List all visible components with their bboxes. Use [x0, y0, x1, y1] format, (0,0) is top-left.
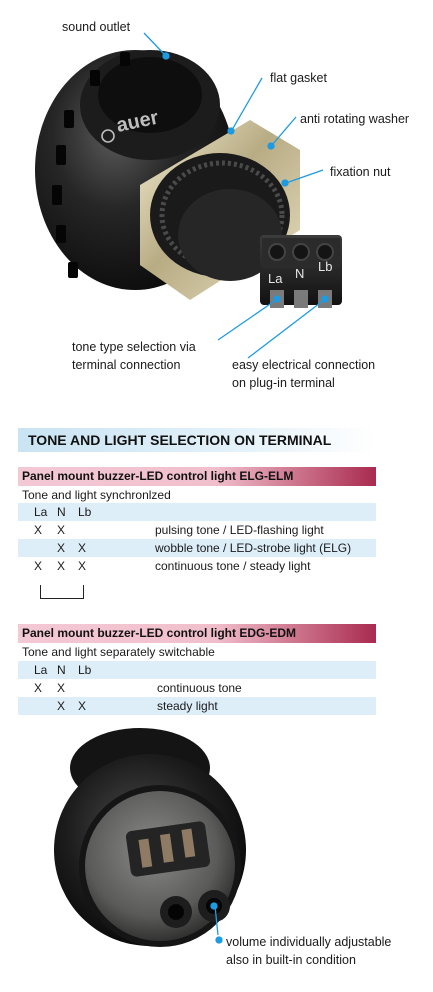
- cell-n: X: [57, 559, 66, 573]
- callout-volume-line2: also in built-in condition: [226, 953, 356, 967]
- column-n: N: [57, 663, 66, 677]
- callout-volume-line1: volume individually adjustable: [226, 935, 392, 949]
- column-lb: Lb: [78, 505, 92, 519]
- callout-sound-outlet: sound outlet: [62, 20, 131, 34]
- buzzer-product-photo: auer La N Lb: [35, 32, 342, 359]
- callout-flat-gasket: flat gasket: [270, 71, 327, 85]
- table2-column-header-row: La N Lb: [18, 661, 376, 679]
- column-lb: Lb: [78, 663, 92, 677]
- cell-n: X: [57, 699, 66, 713]
- terminal-label-n: N: [295, 266, 304, 281]
- terminal-label-la: La: [268, 271, 283, 286]
- callout-easy-connection-line1: easy electrical connection: [232, 358, 376, 372]
- table-row: X X continuous tone: [18, 679, 376, 697]
- cell-description: continuous tone: [157, 681, 242, 695]
- cell-la: X: [34, 681, 43, 695]
- cell-lb: X: [78, 559, 87, 573]
- terminal-label-lb: Lb: [318, 259, 332, 274]
- cell-n: X: [57, 523, 66, 537]
- bridge-bracket: [40, 585, 84, 599]
- cell-description: continuous tone / steady light: [155, 559, 311, 573]
- table2-header: Panel mount buzzer-LED control light EDG…: [18, 624, 376, 643]
- section-title: TONE AND LIGHT SELECTION ON TERMINAL: [18, 428, 376, 452]
- cell-description: pulsing tone / LED-flashing light: [155, 523, 324, 537]
- table1-subtitle: Tone and light synchronlzed: [22, 488, 171, 502]
- table1-header: Panel mount buzzer-LED control light ELG…: [18, 467, 376, 486]
- callout-fixation-nut: fixation nut: [330, 165, 391, 179]
- buzzer-rear-photo: [54, 728, 246, 947]
- cell-lb: X: [78, 699, 87, 713]
- table2-subtitle: Tone and light separately switchable: [22, 645, 215, 659]
- callout-anti-rotating-washer: anti rotating washer: [300, 112, 410, 126]
- callout-tone-type-line2: terminal connection: [72, 358, 181, 372]
- callout-tone-type-line1: tone type selection via: [72, 340, 196, 354]
- table-row: X X X continuous tone / steady light: [18, 557, 376, 575]
- cell-n: X: [57, 681, 66, 695]
- cell-lb: X: [78, 541, 87, 555]
- column-la: La: [34, 505, 48, 519]
- column-la: La: [34, 663, 48, 677]
- callout-easy-connection-line2: on plug-in terminal: [232, 376, 335, 390]
- table-row: X X steady light: [18, 697, 376, 715]
- table1-column-header-row: La N Lb: [18, 503, 376, 521]
- cell-description: wobble tone / LED-strobe light (ELG): [155, 541, 352, 555]
- column-n: N: [57, 505, 66, 519]
- cell-la: X: [34, 523, 43, 537]
- table-row: X X wobble tone / LED-strobe light (ELG): [18, 539, 376, 557]
- table-row: X X pulsing tone / LED-flashing light: [18, 521, 376, 539]
- cell-la: X: [34, 559, 43, 573]
- cell-n: X: [57, 541, 66, 555]
- cell-description: steady light: [157, 699, 218, 713]
